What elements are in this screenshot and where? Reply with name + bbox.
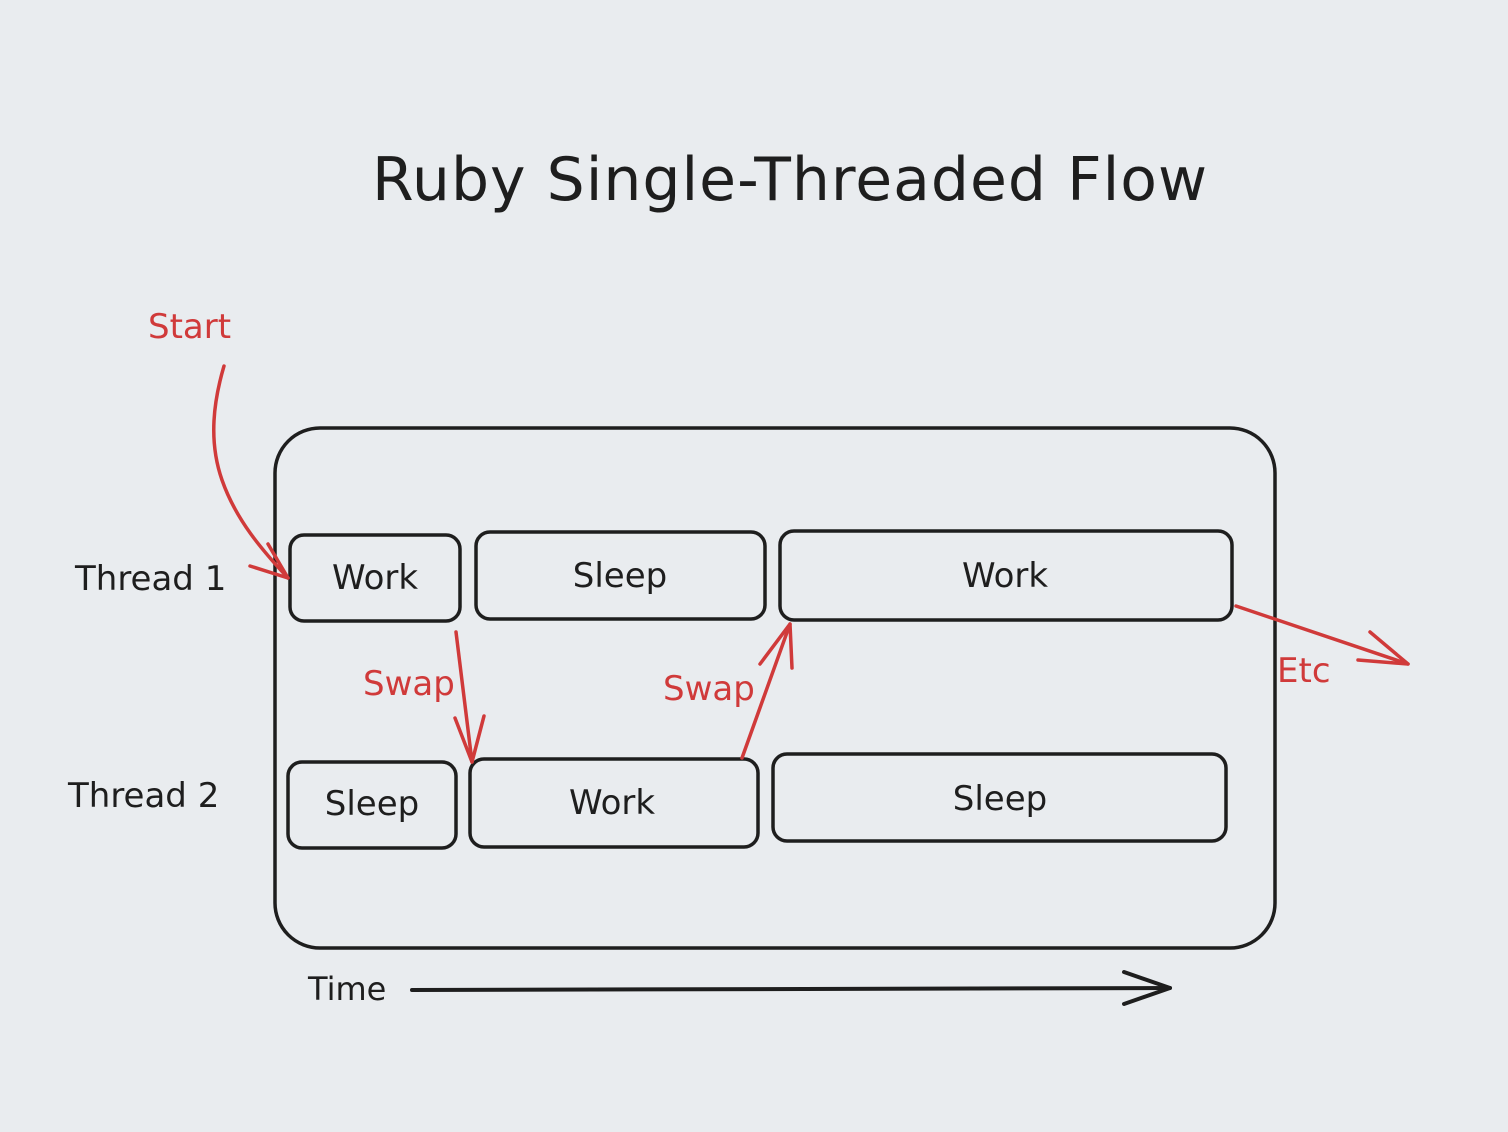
thread-2-work-block-1: Work xyxy=(468,757,760,849)
lane-label-thread-2: Thread 2 xyxy=(67,776,219,816)
start-arrow xyxy=(212,364,290,580)
block-label: Sleep xyxy=(325,784,419,824)
block-label: Sleep xyxy=(573,556,667,596)
swap-arrow-1 xyxy=(453,630,486,764)
block-label: Work xyxy=(962,556,1048,596)
time-label: Time xyxy=(307,970,386,1008)
block-label: Sleep xyxy=(953,779,1047,819)
diagram-title: Ruby Single-Threaded Flow xyxy=(372,145,1208,215)
etc-label: Etc xyxy=(1277,651,1331,691)
block-label: Work xyxy=(569,783,655,823)
thread-1-sleep-block-1: Sleep xyxy=(474,530,767,621)
thread-1-work-block-1: Work xyxy=(288,533,462,623)
lane-label-thread-1: Thread 1 xyxy=(74,559,226,599)
etc-arrow xyxy=(1234,604,1410,666)
block-label: Work xyxy=(332,558,418,598)
swap-label-2: Swap xyxy=(663,669,755,709)
thread-2-sleep-block-1: Sleep xyxy=(286,760,458,850)
start-label: Start xyxy=(148,307,231,347)
thread-2-sleep-block-2: Sleep xyxy=(771,752,1228,843)
thread-1-work-block-2: Work xyxy=(778,529,1234,622)
swap-arrow-2 xyxy=(740,622,794,760)
time-arrow xyxy=(410,970,1172,1006)
swap-label-1: Swap xyxy=(363,664,455,704)
timeline-container xyxy=(273,426,1277,950)
